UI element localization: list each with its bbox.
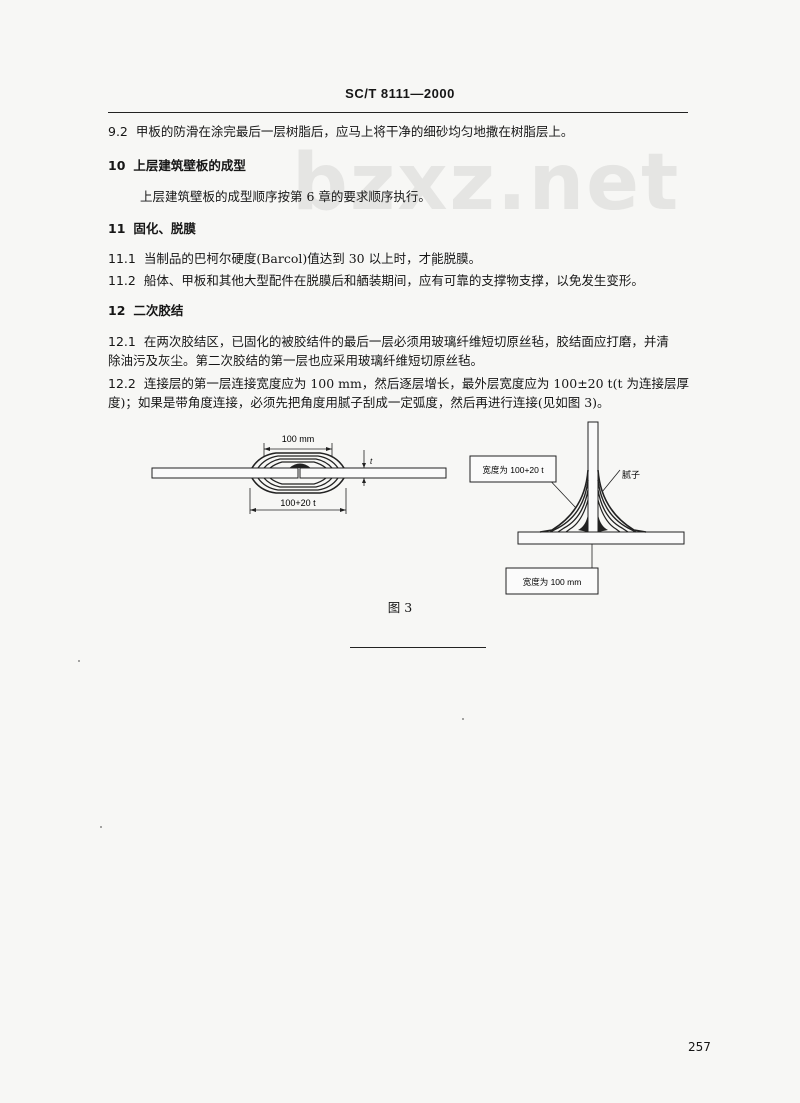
standard-code-header: SC/T 8111—2000: [345, 86, 455, 101]
figure-3-diagram: 100 mm t: [151, 421, 685, 595]
clause-number: 12.2: [108, 376, 136, 391]
clause-12-1-line2: 除油污及灰尘。第二次胶结的第一层也应采用玻璃纤维短切原丝毡。: [108, 353, 484, 368]
page-number: 257: [688, 1040, 711, 1054]
clause-12-2-line2: 度)；如果是带角度连接，必须先把角度用腻子刮成一定弧度，然后再进行连接(见如图 …: [108, 395, 610, 410]
left-bottom-dimension: 100+20 t: [280, 498, 316, 508]
section-title: 二次胶结: [133, 303, 184, 318]
scan-speck: [432, 264, 434, 266]
section-11-heading: 11 固化、脱膜: [108, 220, 698, 238]
clause-12-2-line1: 12.2 连接层的第一层连接宽度应为 100 mm，然后逐层增长，最外层宽度应为 …: [108, 375, 698, 393]
clause-number: 9.2: [108, 124, 128, 139]
right-bottom-label: 宽度为 100 mm: [523, 577, 582, 587]
clause-text: 船体、甲板和其他大型配件在脱膜后和舾装期间，应有可靠的支撑物支撑，以免发生变形。: [143, 273, 644, 288]
section-12-heading: 12 二次胶结: [108, 302, 698, 320]
figure-caption: 图 3: [387, 600, 413, 615]
clause-9-2: 9.2 甲板的防滑在涂完最后一层树脂后，应马上将干净的细砂均匀地撒在树脂层上。: [108, 123, 698, 141]
clause-11-2: 11.2 船体、甲板和其他大型配件在脱膜后和舾装期间，应有可靠的支撑物支撑，以免发…: [108, 272, 698, 290]
clause-number: 11.2: [108, 273, 136, 288]
left-top-dimension: 100 mm: [282, 434, 315, 444]
clause-11-1: 11.1 当制品的巴柯尔硬度(Barcol)值达到 30 以上时，才能脱膜。: [108, 250, 698, 268]
right-width-label: 宽度为 100+20 t: [482, 465, 544, 475]
end-rule: [350, 647, 486, 648]
clause-12-1-line1: 12.1 在两次胶结区，已固化的被胶结件的最后一层必须用玻璃纤维短切原丝毡，胶结面…: [108, 333, 698, 351]
section-10-paragraph: 上层建筑壁板的成型顺序按第 6 章的要求顺序执行。: [140, 189, 431, 204]
section-title: 固化、脱膜: [133, 221, 196, 236]
scan-speck: [78, 660, 80, 662]
clause-text: 当制品的巴柯尔硬度(Barcol)值达到 30 以上时，才能脱膜。: [143, 251, 482, 266]
putty-label: 腻子: [622, 470, 640, 480]
watermark: bzxz.net: [292, 138, 681, 228]
scan-speck: [100, 826, 102, 828]
clause-number: 11.1: [108, 251, 136, 266]
section-title: 上层建筑壁板的成型: [133, 158, 246, 173]
clause-text: 连接层的第一层连接宽度应为 100 mm，然后逐层增长，最外层宽度应为 100±…: [143, 376, 689, 391]
clause-number: 12.1: [108, 334, 136, 349]
clause-text: 在两次胶结区，已固化的被胶结件的最后一层必须用玻璃纤维短切原丝毡，胶结面应打磨，…: [143, 334, 669, 349]
section-10-heading: 10 上层建筑壁板的成型: [108, 157, 698, 175]
scan-speck: [462, 718, 464, 720]
section-number: 12: [108, 303, 126, 318]
clause-text: 甲板的防滑在涂完最后一层树脂后，应马上将干净的细砂均匀地撒在树脂层上。: [135, 124, 574, 139]
section-number: 11: [108, 221, 126, 236]
t-joint-diagram: 宽度为 100+20 t 腻子 宽度为 100 mm: [469, 421, 685, 595]
left-thickness-label: t: [370, 457, 373, 466]
header-rule: [108, 112, 688, 113]
section-number: 10: [108, 158, 126, 173]
butt-joint-diagram: 100 mm t: [151, 434, 447, 514]
